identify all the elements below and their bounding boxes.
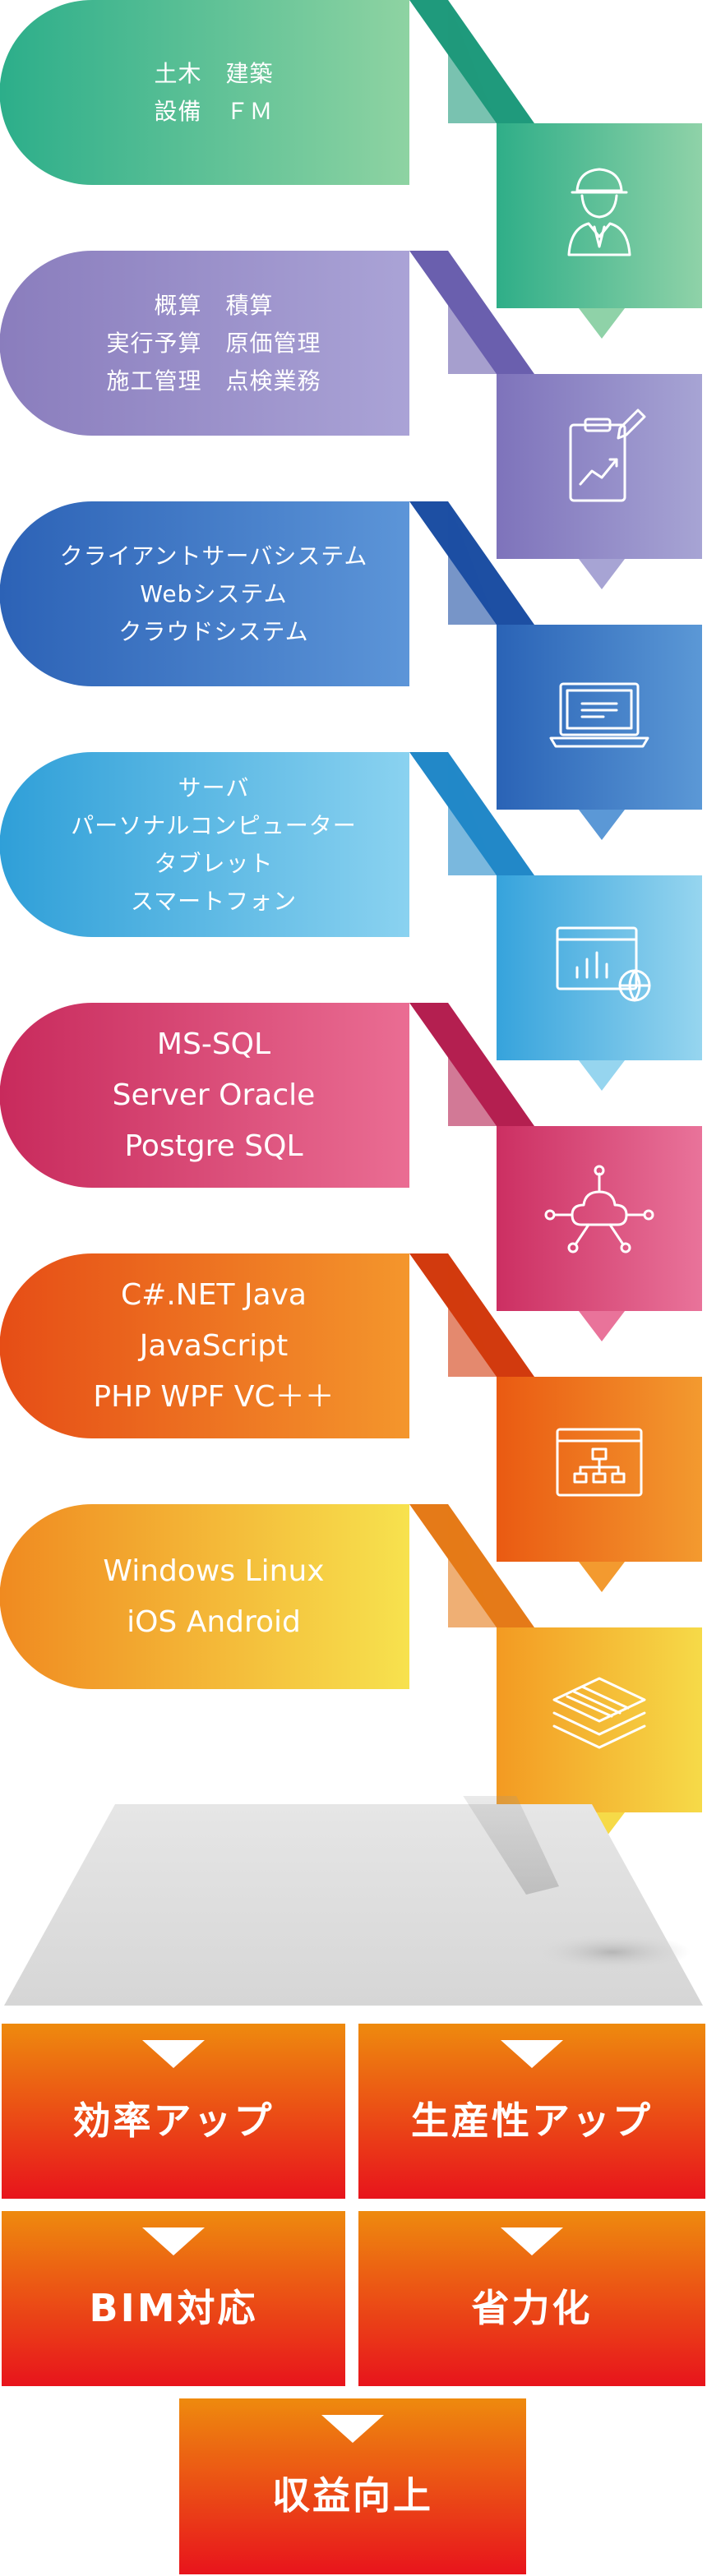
tier-label: Windows Linux iOS Android	[8, 1504, 419, 1689]
layers-icon	[497, 1627, 702, 1812]
down-arrow-icon	[501, 2040, 563, 2068]
tier-7: Windows Linux iOS Android	[0, 1504, 707, 1843]
result-efficiency: 効率アップ	[2, 2024, 345, 2199]
tier-label-line: スマートフォン	[130, 887, 298, 915]
result-labor-saving: 省力化	[358, 2211, 705, 2386]
sitemap-window-icon	[497, 1377, 702, 1562]
result-productivity-label: 生産性アップ	[411, 2098, 653, 2143]
tier-label-line: 実行予算 原価管理	[106, 329, 321, 357]
tier-label-line: 施工管理 点検業務	[106, 367, 321, 395]
tier-2: 概算 積算実行予算 原価管理施工管理 点検業務	[0, 251, 707, 589]
tier-3: クライアントサーバシステム Webシステムクラウドシステム	[0, 501, 707, 840]
down-arrow-icon	[321, 2415, 384, 2443]
clipboard-chart-icon	[497, 374, 702, 559]
result-productivity: 生産性アップ	[358, 2024, 705, 2199]
cloud-network-icon	[497, 1126, 702, 1311]
tier-label-line: Server Oracle	[112, 1078, 316, 1112]
tier-label: クライアントサーバシステム Webシステムクラウドシステム	[8, 501, 419, 686]
tier-4: サーバパーソナルコンピュータータブレットスマートフォン	[0, 752, 707, 1091]
browser-globe-icon	[497, 875, 702, 1060]
tier-label-line: 概算 積算	[154, 291, 274, 319]
laptop-icon	[497, 625, 702, 810]
result-bim-label: BIM対応	[89, 2286, 258, 2330]
tier-label: 土木 建築設備 ＦＭ	[8, 0, 419, 185]
tier-label: 概算 積算実行予算 原価管理施工管理 点検業務	[8, 251, 419, 436]
tier-label-line: 設備 ＦＭ	[154, 97, 274, 125]
tier-label-line: クラウドシステム	[118, 617, 309, 645]
tier-label-line: パーソナルコンピューター	[71, 811, 357, 839]
tier-label-line: iOS Android	[127, 1604, 301, 1639]
tier-label-line: Postgre SQL	[124, 1129, 303, 1163]
tier-shape	[0, 501, 702, 840]
result-revenue: 収益向上	[179, 2398, 526, 2574]
down-arrow-icon	[142, 2040, 205, 2068]
tier-label: サーバパーソナルコンピュータータブレットスマートフォン	[8, 752, 419, 937]
tier-label-line: MS-SQL	[156, 1027, 271, 1061]
engineer-helmet-icon	[497, 123, 702, 308]
tier-label-line: クライアントサーバシステム	[59, 542, 368, 570]
tier-label-line: C#.NET Java	[121, 1277, 307, 1312]
tier-label-line: PHP WPF VC＋＋	[93, 1379, 335, 1414]
tier-shape	[0, 1253, 702, 1592]
tier-label-line: Webシステム	[140, 579, 288, 607]
tier-label-line: タブレット	[154, 849, 274, 877]
down-arrow-icon	[142, 2227, 205, 2255]
tier-label-line: サーバ	[178, 773, 250, 801]
tier-shape	[0, 752, 702, 1091]
tier-label-line: 土木 建築	[154, 59, 274, 87]
result-revenue-label: 収益向上	[272, 2473, 433, 2518]
result-bim: BIM対応	[2, 2211, 345, 2386]
tier-label-line: Windows Linux	[103, 1553, 325, 1588]
tier-shape	[0, 1003, 702, 1341]
tier-1: 土木 建築設備 ＦＭ	[0, 0, 707, 339]
down-arrow-icon	[501, 2227, 563, 2255]
tier-label-line: JavaScript	[139, 1328, 289, 1363]
tier-shape	[0, 251, 702, 589]
platform-base	[4, 1796, 703, 2006]
result-efficiency-label: 効率アップ	[72, 2098, 275, 2143]
result-labor-saving-label: 省力化	[471, 2286, 593, 2330]
